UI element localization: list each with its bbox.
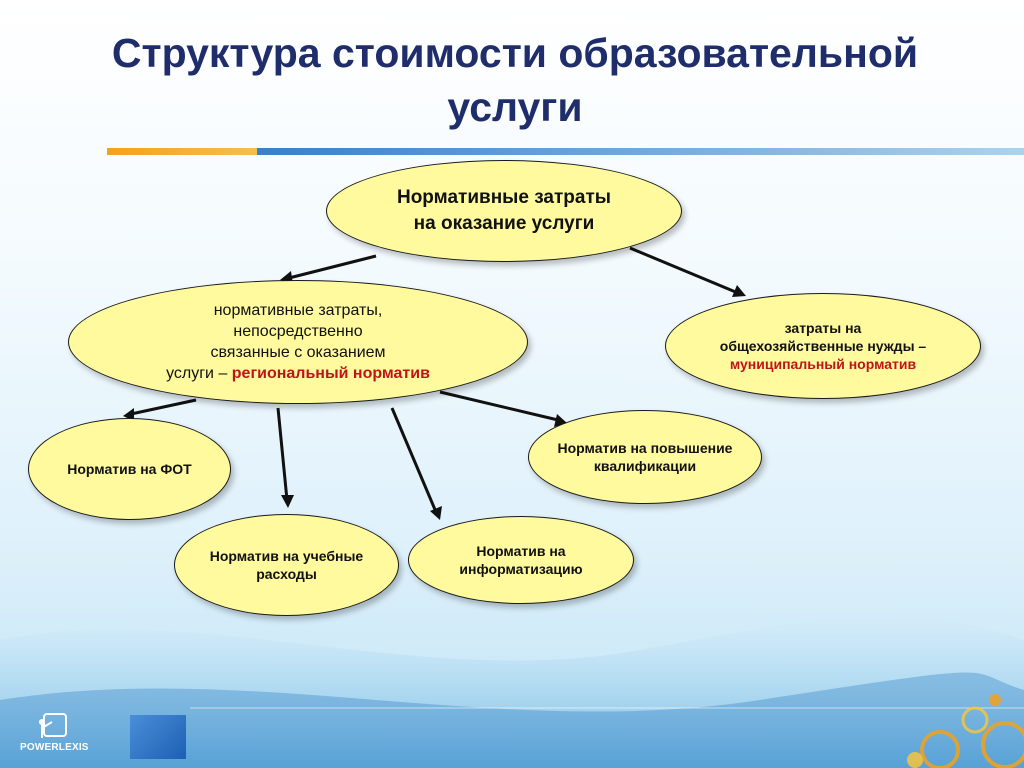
- decor-circles: [907, 694, 1024, 768]
- node-root-line2: на оказание услуги: [413, 213, 595, 234]
- node-direct-line4: услуги – региональный норматив: [166, 363, 430, 384]
- node-education-line2: расходы: [256, 566, 317, 582]
- node-qualification-line2: квалификации: [593, 458, 697, 474]
- node-fot: Норматив на ФОТ: [28, 418, 231, 520]
- node-general-line2: общехозяйственные нужды –: [719, 338, 927, 354]
- node-qualification-line1: Норматив на повышение: [557, 440, 733, 456]
- header-bar-orange: [107, 148, 257, 155]
- node-general-line1: затраты на: [784, 320, 862, 336]
- node-direct-line2: непосредственно: [233, 323, 363, 340]
- header-bar-blue: [257, 148, 1024, 155]
- node-direct-regional-norm: региональный норматив: [231, 365, 430, 382]
- page-title: Структура стоимости образовательной услу…: [111, 30, 919, 130]
- node-direct-costs: нормативные затраты, непосредственно свя…: [68, 280, 528, 404]
- node-direct-line1: нормативные затраты,: [213, 302, 383, 319]
- node-qualification: Норматив на повышение квалификации: [528, 410, 762, 504]
- node-direct-line3: связанные с оказанием: [210, 344, 386, 361]
- node-education-line1: Норматив на учебные: [209, 548, 364, 564]
- bottom-wave: [0, 614, 1024, 768]
- node-general-municipal-norm: муниципальный норматив: [729, 356, 917, 372]
- node-informatization-line2: информатизацию: [459, 561, 583, 577]
- logo-text: POWERLEXIS: [20, 742, 89, 753]
- node-general-costs: затраты на общехозяйственные нужды – мун…: [665, 293, 981, 399]
- node-root: Нормативные затраты на оказание услуги: [326, 160, 682, 262]
- node-informatization: Норматив на информатизацию: [408, 516, 634, 604]
- node-education-expenses: Норматив на учебные расходы: [174, 514, 399, 616]
- decor-blue-square: [130, 715, 186, 759]
- connector-arrows: [130, 246, 739, 513]
- node-informatization-line1: Норматив на: [476, 543, 566, 559]
- node-direct-line4-prefix: услуги –: [166, 365, 232, 382]
- node-root-line1: Нормативные затраты: [396, 187, 612, 208]
- powerlexis-logo-icon: [39, 713, 67, 738]
- node-fot-label: Норматив на ФОТ: [67, 461, 192, 477]
